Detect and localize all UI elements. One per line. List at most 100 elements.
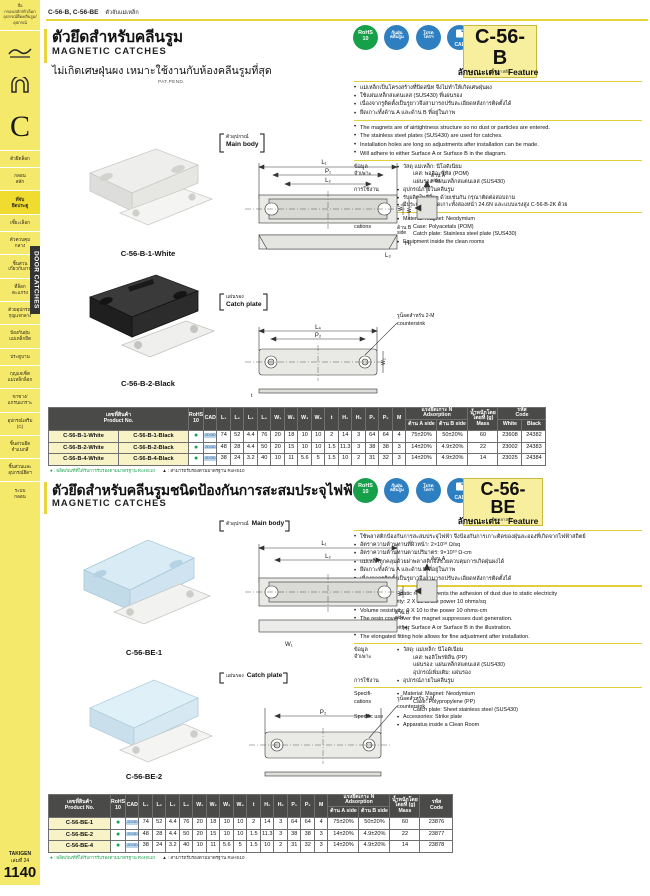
sidebar-item-7[interactable]: ด้วยอุปกรณ์กุญแจกลาง [0, 300, 40, 324]
sidebar-category-icons [0, 29, 40, 108]
bracket-right-icon [262, 293, 268, 311]
cell-dim-t: 1.5 [324, 441, 339, 454]
cell-dim-P: 32 [300, 840, 315, 853]
th-code-black: Black [521, 418, 547, 431]
cell-rohs: ● [187, 430, 205, 443]
sidebar-item-8[interactable]: ป้องกันฝุ่นแม่เหล็กยึด [0, 324, 40, 347]
th-dim-W: W₃ [297, 406, 312, 432]
sidebar-vertical-tab: DOOR CATCHES [30, 246, 40, 314]
dim-w3: W₃ [407, 206, 413, 213]
sidebar-item-0[interactable]: ตัวยึดล็อก [0, 149, 40, 167]
dim-w4: W₄ [398, 204, 404, 211]
cell-dim-P: 64 [378, 430, 393, 443]
sidebar-item-13[interactable]: ชิ้นส่วนยึดจำแนกสี [0, 434, 40, 458]
cell-dim-W: 20 [192, 817, 207, 830]
product-code-subtitle: ฝาพลาสติก [492, 517, 514, 523]
feature-item-2: Volume resistivity: 9 X 10 to the power … [354, 607, 642, 616]
cell-dim-L: 40 [178, 840, 194, 853]
sidebar-item-3[interactable]: เซี้ยะเล็อก [0, 213, 40, 231]
cell-dim-P: 38 [286, 828, 302, 841]
cell-dim-L: 52 [229, 430, 245, 443]
catch-plate-technical-drawing: L₄ P₂ W₂ รูน็อตสำหรับ 2-M countersink t [245, 311, 434, 399]
sidebar-item-2[interactable]: ที่จับยึดประตู [0, 190, 40, 214]
th-dim-L: L₁ [216, 406, 231, 432]
table-note-c56b: ● : ผลิตภัณฑ์ที่ได้รับการรับรองตามมาตรฐา… [50, 468, 245, 473]
spec-label: Specific use [354, 714, 384, 721]
cell-dim-W: 11 [205, 840, 221, 853]
dustproof-badge: กันฝุ่น คลีนรูม [384, 477, 410, 503]
bracket-left-icon [219, 672, 224, 684]
sidebar-item-5[interactable]: ชิ้นส่วนเกี่ยวกับงาน [0, 254, 40, 277]
cell-dim-M: 3 [313, 840, 329, 853]
rohs-badge: RoHS 10 [353, 24, 378, 50]
cell-adsorption-b: 4.9±20% [358, 828, 391, 841]
dim-p1: P₁ [325, 169, 331, 175]
cell-dim-L: 50 [256, 441, 272, 454]
sidebar-top-caption: สื่อ กรอบสลัก/หัวล็อก อุปกรณ์ยึดคลีนรูม/… [0, 0, 40, 30]
sidebar-item-label: ชิ้นส่วนยึด [9, 441, 31, 447]
cell-dim-H: 14 [259, 817, 275, 830]
spec-label: การใช้งาน [354, 677, 379, 684]
feature-item-2: Installation holes are long so adjustmen… [354, 141, 642, 150]
cell-dim-W: 20 [192, 828, 207, 841]
pat-pend-note: PAT.PEND. [158, 80, 185, 86]
sidebar-item-15[interactable]: ระบบกลอน [0, 481, 40, 504]
th-dim-W: W₁ [192, 793, 207, 819]
cell-dim-H: 3 [273, 828, 288, 841]
dim-l2: L₂ [325, 178, 331, 184]
feature-lang-divider [354, 585, 642, 587]
sidebar-item-6[interactable]: ที่ล็อกตะแกรง [0, 277, 40, 301]
cell-cad: 2D/3D [125, 840, 140, 853]
main-body-label-thai: ตัวอุปกรณ์ [226, 133, 249, 140]
cell-dim-L: 4.4 [165, 817, 180, 830]
header-product-codes: C-56-B, C-56-BE [48, 9, 99, 16]
photo-label-black: C-56-B-2-Black [120, 378, 176, 388]
catch-plate-label-thai: แผ่นรอง [226, 293, 244, 300]
th-dim-H: H₂ [351, 406, 366, 432]
spec-label: การใช้งาน [354, 186, 379, 193]
sidebar-item-4[interactable]: ตัวควบคุมกลาง [0, 231, 40, 254]
main-body-label-english: Main body [251, 519, 285, 527]
spec-lang-divider [354, 211, 642, 213]
cell-product-no-secondary: C-56-B-2-Black [118, 441, 189, 454]
sidebar-item-10[interactable]: กุญแจเซ็ตแม่เหล็กล็อก [0, 364, 40, 388]
sidebar-item-1[interactable]: กลอนสลัก [0, 167, 40, 190]
cell-rohs: ● [187, 453, 205, 466]
feature-item-3: ยึดเกาะทั้งด้าน A และด้าน B ที่อยู่ในภาพ [354, 110, 642, 118]
sidebar-item-11[interactable]: ขาขาง/แกรนแกราะ [0, 388, 40, 411]
cell-adsorption-a: 75±20% [327, 817, 360, 830]
cell-dim-W: 10 [192, 840, 207, 853]
countersink-label-thai: รูน็อตสำหรับ 2-M [397, 694, 434, 702]
sidebar-item-14[interactable]: ชิ้นส่วนและอุปกรณ์ยึดฯ [0, 458, 40, 481]
cell-dim-L: 3.2 [165, 840, 180, 853]
sidebar-caption-line-3: อุปกรณ์ยึดคลีนรูม/อุปกรณ์ [3, 14, 37, 26]
cell-adsorption-a: 75±20% [405, 430, 438, 443]
sidebar-item-12[interactable]: อุปกรณ์เสริม(C) [0, 411, 40, 435]
th-dim-P: P₁ [364, 406, 380, 432]
header-divider [46, 19, 648, 21]
th-dim-L: L₄ [256, 406, 272, 432]
sidebar-item-label: ยึดประตู [11, 202, 29, 208]
cell-dim-t: 2 [246, 817, 261, 830]
cell-dim-W: 5 [232, 840, 248, 853]
section-title-thai: ตัวยึดสำหรับคลีนรูมชนิดป้องกันการสะสมประ… [52, 481, 361, 498]
cell-dim-L: 38 [216, 453, 231, 466]
title-accent-bar [44, 481, 47, 514]
cell-mass: 14 [389, 840, 421, 853]
dustproof-badge: กันฝุ่น คลีนรูม [384, 24, 410, 50]
sidebar-item-label: อุปกรณ์เสริม [7, 417, 33, 423]
cell-dim-H: 3 [273, 817, 288, 830]
cell-dim-L: 4.4 [165, 828, 180, 841]
dim-w1: W₁ [285, 642, 293, 648]
cell-dim-L: 38 [138, 840, 153, 853]
sidebar-item-9[interactable]: ประตูบาน [0, 347, 40, 365]
